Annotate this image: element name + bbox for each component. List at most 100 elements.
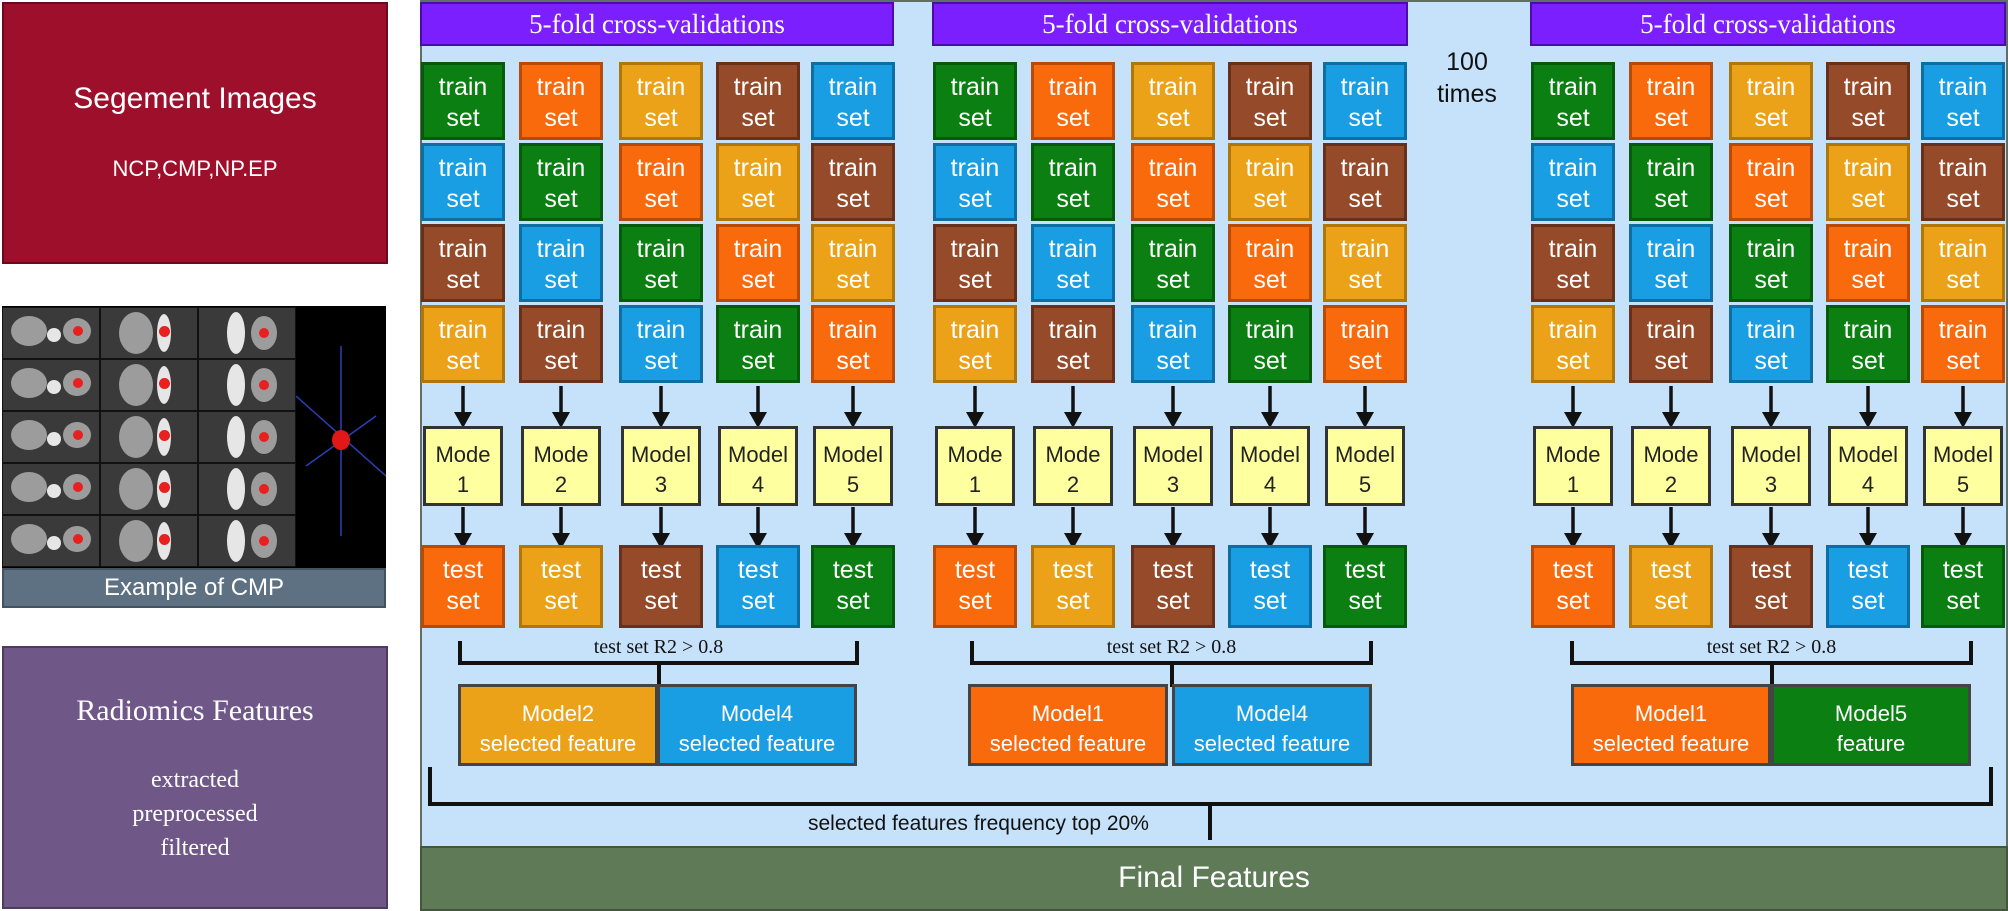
group-2-col-1-train-set-1-line-1: train	[950, 73, 1000, 101]
group-1-col-2-test-set-line-1: test	[540, 556, 582, 584]
group-3-col-4-model-line-1: Model	[1838, 442, 1898, 467]
group-2-col-3-test-set-line-2: set	[1156, 587, 1190, 615]
group-1-col-5-model-line-2: 5	[846, 472, 860, 497]
ct-spine	[227, 416, 245, 458]
ct-3d-render	[296, 346, 386, 536]
group-2-col-5-train-set-3-line-2: set	[1348, 266, 1382, 294]
group-2-r2-bracket-left	[970, 641, 974, 665]
group-3-col-3-test-set-line-2: set	[1754, 587, 1788, 615]
group-3-col-3-train-set-3-line-2: set	[1754, 266, 1788, 294]
group-1-col-2-arrow-to-model	[552, 386, 570, 428]
group-3-col-4-arrow-to-model	[1859, 386, 1877, 428]
ct-slice-3-4	[198, 463, 296, 515]
group-3-col-4-train-set-2-line-2: set	[1851, 185, 1885, 213]
ct-lesion-mark	[259, 484, 269, 494]
group-3-col-1-test-set-line-1: test	[1552, 556, 1594, 584]
group-1-col-4-train-set-2-line-2: set	[741, 185, 775, 213]
group-3-feature-box-1-line-1: Model1	[1634, 701, 1708, 726]
group-1-col-5-train-set-3-line-1: train	[828, 235, 878, 263]
group-1-col-1-train-set-1-line-2: set	[446, 104, 480, 132]
group-3-col-4-test-set-line-1: test	[1847, 556, 1889, 584]
group-2-col-5-train-set-1-line-1: train	[1340, 73, 1390, 101]
radiomics-step-extracted: extracted	[151, 767, 239, 793]
group-1-col-2-train-set-4-line-1: train	[536, 316, 586, 344]
group-3-col-3-train-set-4-line-1: train	[1746, 316, 1796, 344]
group-1-col-4-train-set-2-line-1: train	[733, 154, 783, 182]
group-2-col-1-train-set-2-line-1: train	[950, 154, 1000, 182]
group-1-col-2-model-line-2: 2	[554, 472, 568, 497]
group-1-col-3-arrow-to-model	[652, 386, 670, 428]
group-3-col-5-train-set-3-line-2: set	[1946, 266, 1980, 294]
group-2-col-4-train-set-1-line-1: train	[1245, 73, 1295, 101]
group-1-col-5-train-set-3-line-2: set	[836, 266, 870, 294]
group-3-col-1-train-set-4-line-2: set	[1556, 347, 1590, 375]
ct-organ	[119, 468, 153, 510]
group-2-col-3-model-line-2: 3	[1166, 472, 1180, 497]
ct-spine	[47, 484, 61, 498]
group-1-col-5-arrow-to-test	[844, 507, 862, 549]
group-3-col-1-train-set-4-line-1: train	[1548, 316, 1598, 344]
group-3-col-2-train-set-4-line-2: set	[1654, 347, 1688, 375]
group-1-col-2-model-line-1: Mode	[533, 442, 589, 467]
group-1-col-3-train-set-1-line-1: train	[636, 73, 686, 101]
group-3-col-3-model-line-2: 3	[1764, 472, 1778, 497]
group-3-col-1-model-line-2: 1	[1566, 472, 1580, 497]
group-2-col-2-arrow-to-model	[1064, 386, 1082, 428]
group-2-col-4-train-set-3-line-2: set	[1253, 266, 1287, 294]
group-2-r2-bracket-right	[1369, 641, 1373, 665]
group-1-col-4-train-set-4-line-1: train	[733, 316, 783, 344]
group-1-col-5-train-set-1-line-1: train	[828, 73, 878, 101]
phase-list: NCP,CMP,NP.EP	[112, 156, 278, 181]
ct-lesion-mark	[159, 482, 170, 493]
group-2-col-1-model-line-1: Mode	[947, 442, 1003, 467]
group-1-col-4-model-line-2: 4	[751, 472, 765, 497]
group-3-col-2-train-set-2-line-1: train	[1646, 154, 1696, 182]
group-1-feature-box-1-line-1: Model2	[521, 701, 595, 726]
group-1-r2-bracket-right	[855, 641, 859, 665]
group-3-col-4-train-set-2-line-1: train	[1843, 154, 1893, 182]
group-3-col-3-train-set-3-line-1: train	[1746, 235, 1796, 263]
group-1-feature-box-2-line-2: selected feature	[678, 731, 836, 756]
group-2-col-3-arrow-to-test	[1164, 507, 1182, 549]
group-1-col-1-train-set-2-line-2: set	[446, 185, 480, 213]
group-3-col-3-train-set-3: train set	[1729, 224, 1813, 302]
ct-spine	[47, 328, 61, 342]
group-3-feature-box-2-line-2: feature	[1836, 731, 1906, 756]
group-3-col-1-train-set-2-line-1: train	[1548, 154, 1598, 182]
group-2-col-1-train-set-3-line-1: train	[950, 235, 1000, 263]
group-1-col-3-test-set-line-1: test	[640, 556, 682, 584]
group-1-col-3-model-line-2: 3	[654, 472, 668, 497]
group-3-col-4-train-set-3-line-1: train	[1843, 235, 1893, 263]
group-1-col-2-train-set-2-line-1: train	[536, 154, 586, 182]
group-1-col-3-train-set-3-line-2: set	[644, 266, 678, 294]
group-3-header: 5-fold cross-validations	[1530, 2, 2006, 46]
group-3-col-4-train-set-4-line-2: set	[1851, 347, 1885, 375]
group-1-col-1-test-set-line-2: set	[446, 587, 480, 615]
group-2-col-2-train-set-4-line-1: train	[1048, 316, 1098, 344]
group-1-col-2-model-box: Mode 2	[521, 426, 601, 506]
ct-slice-1-2	[2, 359, 100, 411]
ct-lesion-mark	[159, 534, 170, 545]
ct-slice-1-5	[2, 515, 100, 567]
group-2-feature-box-2-line-2: selected feature	[1193, 731, 1351, 756]
group-2-col-1-test-set-line-2: set	[958, 587, 992, 615]
group-2-feature-box-1-line-1: Model1	[1031, 701, 1105, 726]
group-1-col-5-arrow-to-model	[844, 386, 862, 428]
